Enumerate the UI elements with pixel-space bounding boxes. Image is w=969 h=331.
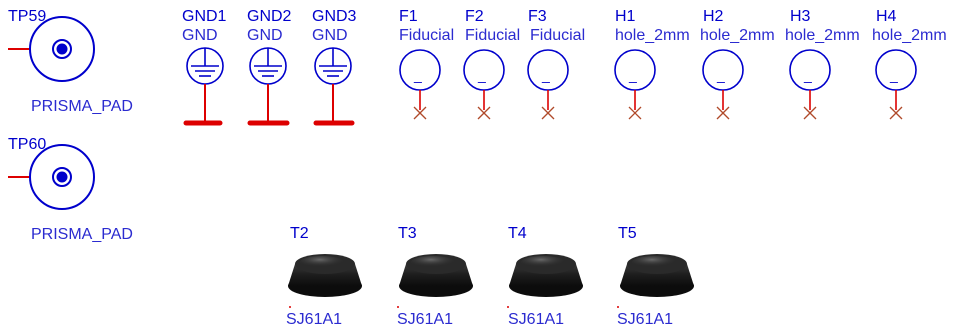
tp60-pad-ring <box>52 167 72 187</box>
tp60-ref: TP60 <box>8 136 47 153</box>
gnd1-ref: GND1 <box>182 8 227 25</box>
h1-ref: H1 <box>615 8 636 25</box>
pin-marker: _ <box>716 67 725 83</box>
t5-ref: T5 <box>618 225 637 242</box>
f1-ref: F1 <box>399 8 418 25</box>
gnd3-value: GND <box>312 27 348 44</box>
h2-ref: H2 <box>703 8 724 25</box>
pin-marker: _ <box>477 67 486 83</box>
hole-h1-symbol[interactable] <box>614 49 656 120</box>
test-point-tp59-symbol[interactable] <box>8 16 95 82</box>
h4-ref: H4 <box>876 8 897 25</box>
pin-marker: _ <box>413 67 422 83</box>
t3-ref: T3 <box>398 225 417 242</box>
tp59-pad-ring <box>52 39 72 59</box>
fiducial-f3-symbol[interactable] <box>527 49 569 120</box>
h2-value: hole_2mm <box>700 27 775 44</box>
t4-value: SJ61A1 <box>508 311 565 328</box>
fiducial-f1-symbol[interactable] <box>399 49 441 120</box>
tp59-pad-center <box>56 43 68 55</box>
pin-marker: _ <box>889 67 898 83</box>
tp60-value: PRISMA_PAD <box>31 226 133 243</box>
t5-value: SJ61A1 <box>617 311 674 328</box>
foot-t5-picture[interactable] <box>617 254 694 308</box>
t3-value: SJ61A1 <box>397 311 454 328</box>
ground-gnd1-symbol[interactable] <box>183 47 224 126</box>
tp59-ref: TP59 <box>8 8 47 25</box>
f3-value: Fiducial <box>530 27 586 44</box>
test-point-tp60-symbol[interactable] <box>8 144 95 210</box>
pin-marker: _ <box>541 67 550 83</box>
f2-value: Fiducial <box>465 27 521 44</box>
tp59-pad-outer <box>29 16 95 82</box>
f1-value: Fiducial <box>399 27 455 44</box>
t2-ref: T2 <box>290 225 309 242</box>
foot-t2-picture[interactable] <box>288 254 362 308</box>
h3-ref: H3 <box>790 8 811 25</box>
ground-gnd2-symbol[interactable] <box>247 47 290 126</box>
pin-marker: _ <box>628 67 637 83</box>
t2-value: SJ61A1 <box>286 311 343 328</box>
f2-ref: F2 <box>465 8 484 25</box>
hole-h3-symbol[interactable] <box>789 49 831 120</box>
gnd2-ref: GND2 <box>247 8 292 25</box>
gnd1-value: GND <box>182 27 218 44</box>
foot-t4-picture[interactable] <box>507 254 583 308</box>
t4-ref: T4 <box>508 225 527 242</box>
f3-ref: F3 <box>528 8 547 25</box>
gnd3-ref: GND3 <box>312 8 357 25</box>
h4-value: hole_2mm <box>872 27 947 44</box>
h1-value: hole_2mm <box>615 27 690 44</box>
tp60-pad-outer <box>29 144 95 210</box>
pin-marker: _ <box>803 67 812 83</box>
hole-h4-symbol[interactable] <box>875 49 917 120</box>
gnd2-value: GND <box>247 27 283 44</box>
ground-gnd3-symbol[interactable] <box>313 47 355 126</box>
hole-h2-symbol[interactable] <box>702 49 744 120</box>
h3-value: hole_2mm <box>785 27 860 44</box>
tp60-pad-center <box>56 171 68 183</box>
fiducial-f2-symbol[interactable] <box>463 49 505 120</box>
tp59-value: PRISMA_PAD <box>31 98 133 115</box>
foot-t3-picture[interactable] <box>397 254 473 308</box>
